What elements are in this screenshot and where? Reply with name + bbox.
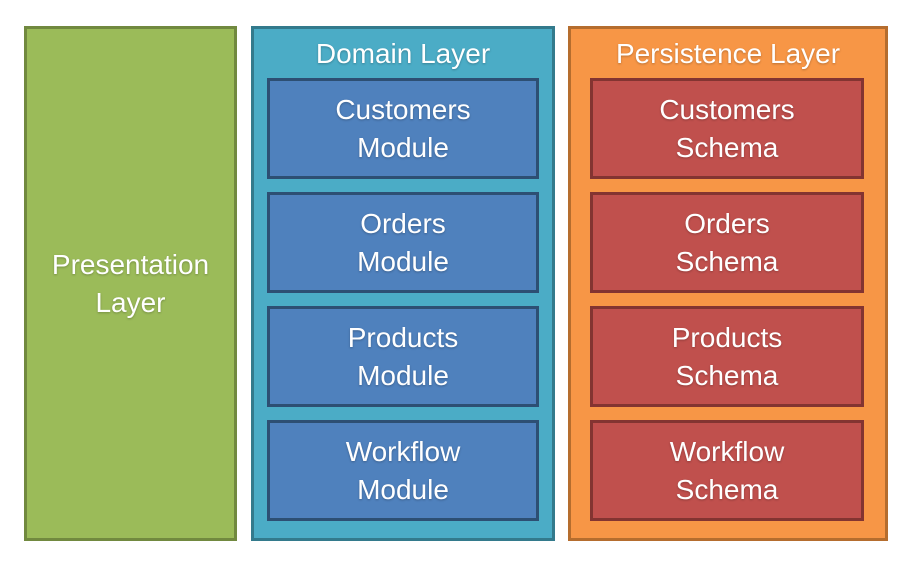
- customers-schema-box: Customers Schema: [590, 78, 864, 179]
- domain-layer-title: Domain Layer: [315, 37, 491, 69]
- orders-schema-label: Orders Schema: [675, 207, 779, 277]
- customers-module-box: Customers Module: [267, 78, 539, 179]
- persistence-layer-panel: Persistence Layer Customers Schema Order…: [568, 26, 888, 541]
- orders-module-label: Orders Module: [357, 207, 449, 277]
- products-module-label: Products Module: [347, 321, 459, 391]
- products-schema-label: Products Schema: [671, 321, 783, 391]
- orders-module-box: Orders Module: [267, 192, 539, 293]
- workflow-schema-box: Workflow Schema: [590, 420, 864, 521]
- domain-layer-panel: Domain Layer Customers Module Orders Mod…: [251, 26, 555, 541]
- customers-schema-label: Customers Schema: [659, 93, 795, 163]
- workflow-module-label: Workflow Module: [345, 435, 461, 505]
- products-module-box: Products Module: [267, 306, 539, 407]
- orders-schema-box: Orders Schema: [590, 192, 864, 293]
- customers-module-label: Customers Module: [335, 93, 471, 163]
- persistence-layer-title: Persistence Layer: [615, 37, 841, 69]
- presentation-layer-panel: Presentation Layer: [24, 26, 237, 541]
- workflow-schema-label: Workflow Schema: [669, 435, 785, 505]
- products-schema-box: Products Schema: [590, 306, 864, 407]
- presentation-layer-label: Presentation Layer: [51, 248, 210, 318]
- workflow-module-box: Workflow Module: [267, 420, 539, 521]
